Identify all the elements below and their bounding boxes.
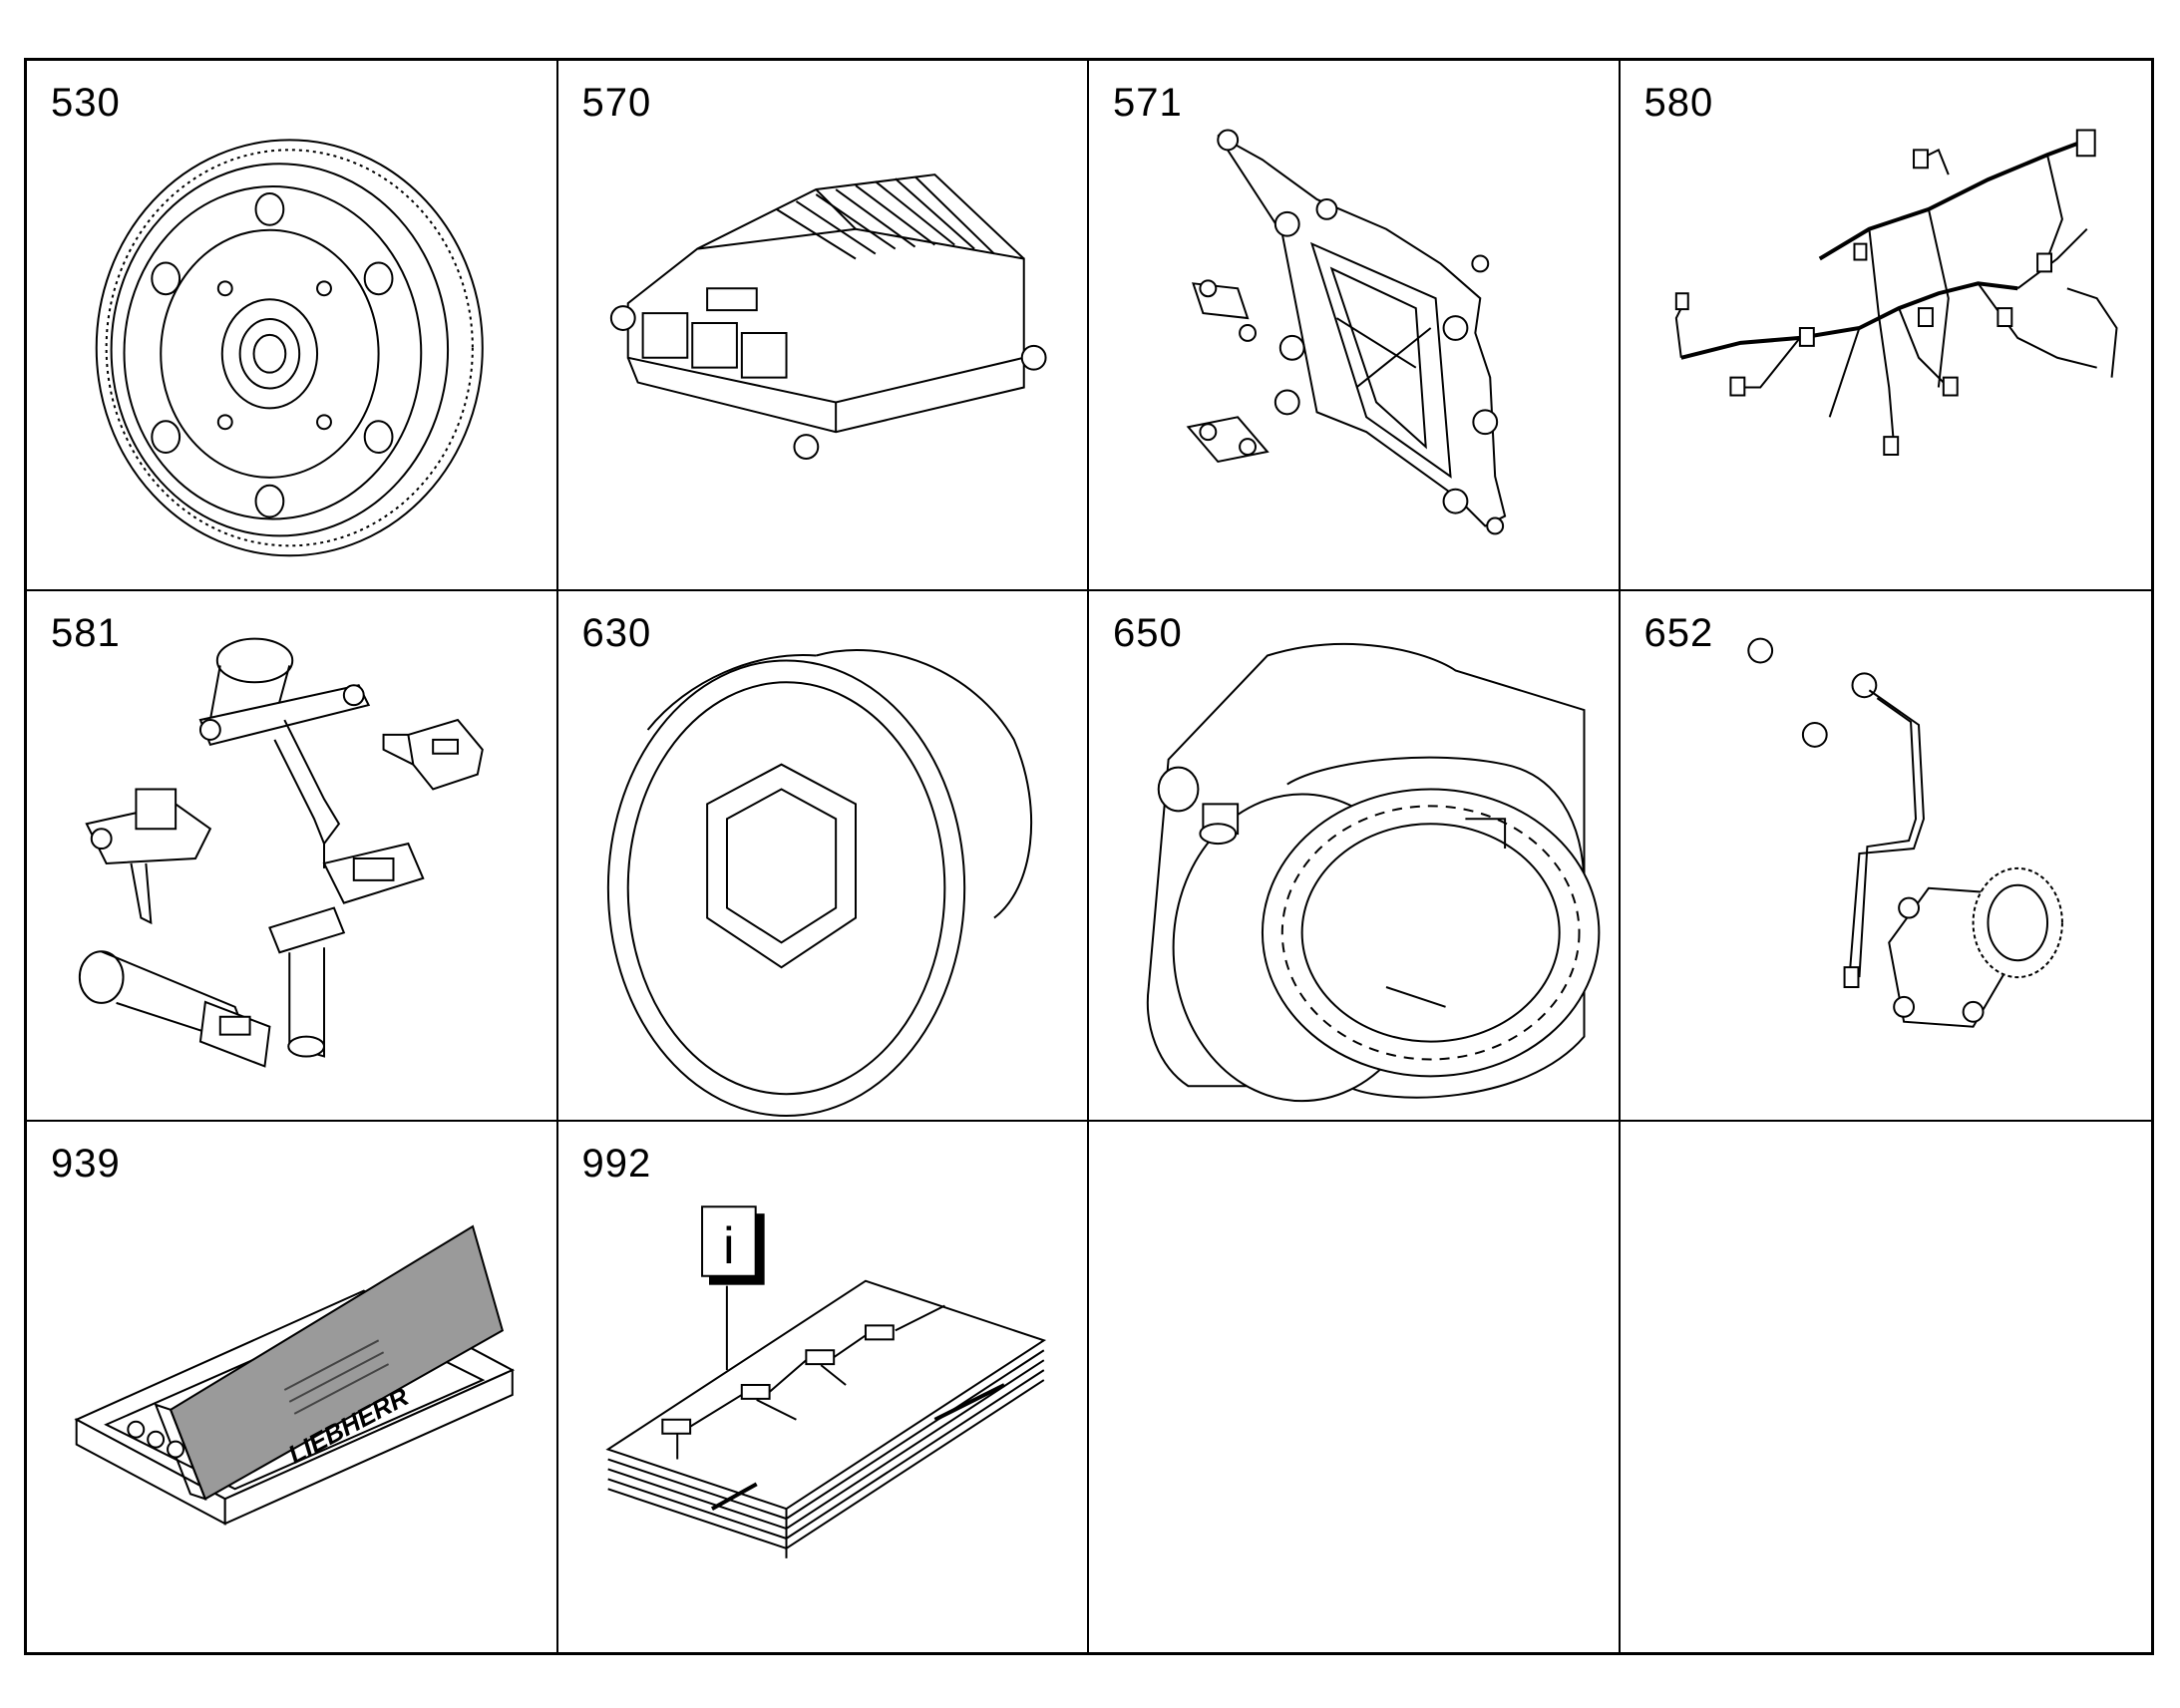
part-number: 650	[1113, 611, 1183, 655]
bracket-illustration	[1089, 61, 1619, 589]
wiring-harness-illustration	[1621, 61, 2152, 589]
part-number: 652	[1643, 611, 1714, 655]
empty-cell	[1621, 1122, 2152, 1652]
part-cell-580[interactable]: 580	[1620, 61, 2152, 591]
screw-plug-illustration	[558, 591, 1088, 1120]
part-cell-630[interactable]: 630	[557, 591, 1089, 1122]
empty-cell	[1089, 1122, 1621, 1652]
part-cell-570[interactable]: 570	[557, 61, 1089, 591]
part-cell-581[interactable]: 581	[27, 591, 558, 1122]
part-number: 939	[51, 1142, 121, 1186]
parts-grid: 530 570	[24, 58, 2154, 1655]
part-number: 581	[51, 611, 121, 655]
part-cell-571[interactable]: 571	[1089, 61, 1621, 591]
part-cell-652[interactable]: 652	[1620, 591, 2152, 1122]
flywheel-illustration	[27, 61, 556, 589]
part-number: 570	[581, 81, 652, 125]
sleeve-illustration	[1089, 591, 1619, 1120]
part-cell-992[interactable]: 992 i	[558, 1122, 1089, 1652]
part-cell-530[interactable]: 530	[27, 61, 558, 591]
part-cell-650[interactable]: 650	[1089, 591, 1621, 1122]
part-number: 580	[1643, 81, 1714, 125]
documentation-illustration: i	[558, 1122, 1088, 1652]
documentation-kit-illustration: LIEBHERR	[27, 1122, 556, 1652]
part-number: 630	[581, 611, 652, 655]
sensor-gear-illustration	[1621, 591, 2152, 1120]
part-number: 530	[51, 81, 121, 125]
sensors-illustration	[27, 591, 556, 1120]
info-symbol: i	[723, 1216, 734, 1274]
part-number: 992	[581, 1142, 652, 1186]
part-number: 571	[1113, 81, 1183, 125]
control-unit-illustration	[558, 61, 1088, 589]
part-cell-939[interactable]: 939 LIEBHERR	[27, 1122, 558, 1652]
